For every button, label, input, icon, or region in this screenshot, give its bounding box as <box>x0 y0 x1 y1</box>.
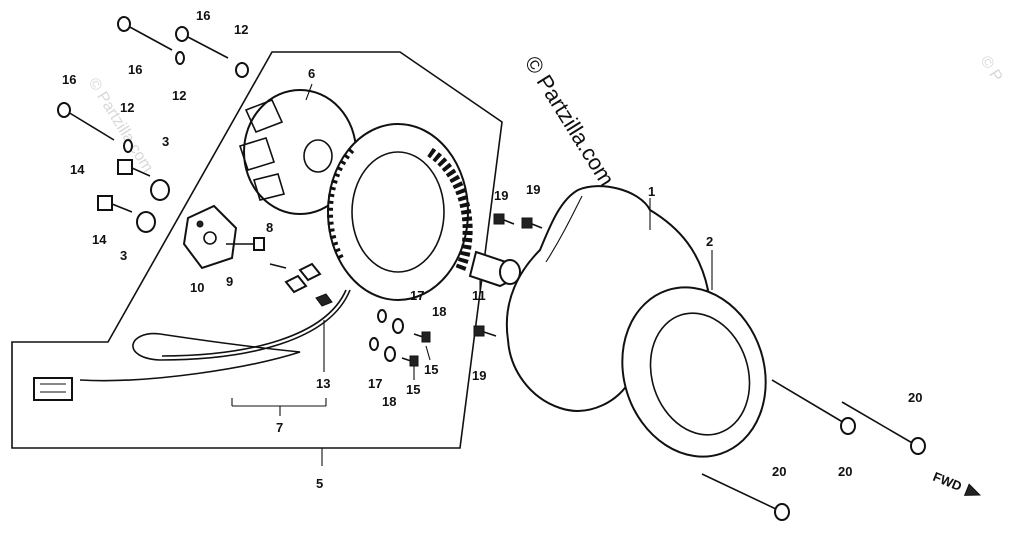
bolt-11 <box>468 250 521 288</box>
bolt-20-a <box>771 379 856 435</box>
watermark-faint-right: © P <box>977 53 1006 85</box>
callout-17a: 17 <box>410 288 424 303</box>
wire-harness <box>33 289 351 401</box>
callout-6: 6 <box>308 66 315 81</box>
callout-18b: 18 <box>382 394 396 409</box>
callout-19a: 19 <box>494 188 508 203</box>
connector-plug <box>33 377 73 401</box>
clamp-13 <box>284 262 333 307</box>
crankcase-cover <box>505 185 710 412</box>
callout-14a: 14 <box>70 162 85 177</box>
pulse-generator <box>182 204 238 270</box>
callout-12c: 12 <box>120 100 134 115</box>
callout-labels: 1 2 3 3 5 6 7 8 9 10 11 12 12 12 13 14 1… <box>62 8 922 491</box>
callout-5: 5 <box>316 476 323 491</box>
bolt-14-b <box>97 195 133 213</box>
collar-3-b <box>136 211 156 233</box>
screw-9 <box>226 237 265 251</box>
callout-19b: 19 <box>526 182 540 197</box>
callout-9: 9 <box>226 274 233 289</box>
callout-19c: 19 <box>472 368 486 383</box>
callout-12b: 12 <box>172 88 186 103</box>
callout-1: 1 <box>648 184 655 199</box>
collar-3-a <box>150 179 170 201</box>
callout-11: 11 <box>472 288 486 303</box>
fwd-label: FWD <box>931 469 964 494</box>
bolt-16-top-a <box>117 16 173 51</box>
cover-flange <box>621 286 767 458</box>
washer-17-b <box>369 337 379 351</box>
screw-15-b <box>401 355 419 367</box>
bolt-16-top-b <box>175 26 229 59</box>
bolt-19-a <box>493 213 515 225</box>
washer-17-a <box>377 309 387 323</box>
leader-lines <box>231 83 713 416</box>
callout-18a: 18 <box>432 304 446 319</box>
callout-15a: 15 <box>424 362 438 377</box>
bolt-19-b <box>521 217 543 229</box>
fwd-arrow: FWD <box>931 469 982 496</box>
callout-17b: 17 <box>368 376 382 391</box>
watermark-main: © Partzilla.com <box>520 51 620 190</box>
washer-12-b <box>175 51 185 65</box>
washer-18-b <box>384 346 396 362</box>
callout-3b: 3 <box>120 248 127 263</box>
bolt-20-b <box>841 401 926 455</box>
callout-20a: 20 <box>838 464 852 479</box>
callout-8: 8 <box>266 220 273 235</box>
callout-3a: 3 <box>162 134 169 149</box>
washer-12-c <box>123 139 133 153</box>
callout-15b: 15 <box>406 382 420 397</box>
callout-7: 7 <box>276 420 283 435</box>
callout-14b: 14 <box>92 232 107 247</box>
callout-2: 2 <box>706 234 713 249</box>
washer-18-a <box>392 318 404 334</box>
bolt-20-c <box>701 473 790 521</box>
bolt-16-left <box>57 102 115 141</box>
washer-12-a <box>235 62 249 78</box>
bolt-19-c <box>473 325 497 337</box>
rotor <box>238 89 357 215</box>
callout-10: 10 <box>190 280 204 295</box>
callout-13: 13 <box>316 376 330 391</box>
callout-20b: 20 <box>908 390 922 405</box>
pin-8 <box>269 263 287 269</box>
callout-20c: 20 <box>772 464 786 479</box>
callout-16b: 16 <box>128 62 142 77</box>
callout-16a: 16 <box>196 8 210 23</box>
callout-12a: 12 <box>234 22 248 37</box>
bolt-14-a <box>117 159 151 177</box>
assembly-outline <box>11 51 503 449</box>
stator <box>326 123 473 301</box>
screw-15-a <box>413 331 431 343</box>
callout-16c: 16 <box>62 72 76 87</box>
